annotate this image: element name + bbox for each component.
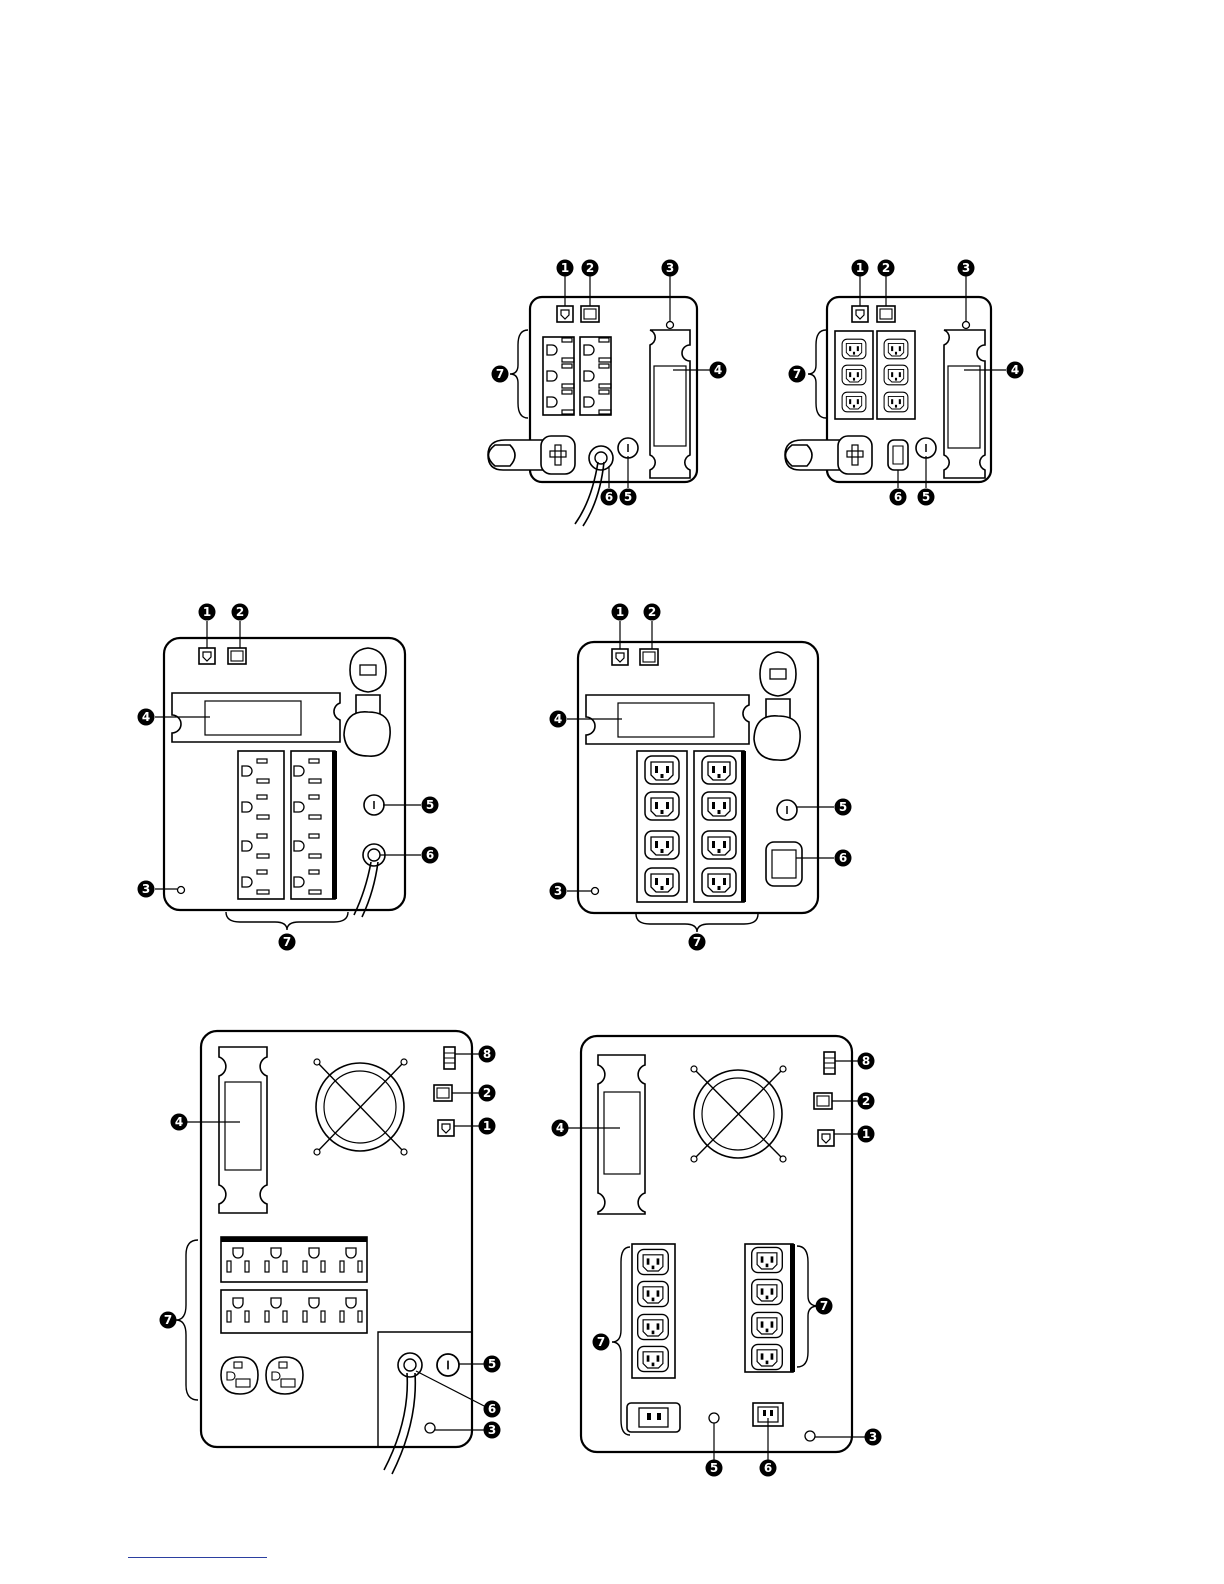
callout-number: 2 (862, 1094, 870, 1108)
callout-badge: 7 (816, 1298, 833, 1315)
callout-number: 1 (561, 261, 569, 275)
callout-number: 3 (962, 261, 970, 275)
callout-number: 2 (586, 261, 594, 275)
callout-badge: 2 (479, 1085, 496, 1102)
callout-number: 4 (175, 1115, 183, 1129)
callout-badge: 8 (858, 1053, 875, 1070)
callout-badge: 4 (171, 1114, 188, 1131)
callout-number: 8 (483, 1047, 491, 1061)
callout-badge: 5 (620, 489, 637, 506)
callout-badge: 7 (279, 934, 296, 951)
callout-number: 3 (554, 884, 562, 898)
callout-number: 5 (624, 490, 632, 504)
callout-badge: 3 (484, 1422, 501, 1439)
callout-badge: 5 (706, 1460, 723, 1477)
callout-badge: 6 (484, 1401, 501, 1418)
unit-tower-nema (176, 1031, 490, 1474)
callout-badge: 2 (644, 604, 661, 621)
callout-badge: 1 (479, 1118, 496, 1135)
callout-badge: 4 (138, 709, 155, 726)
callout-number: 5 (922, 490, 930, 504)
callout-badge: 3 (138, 881, 155, 898)
callout-badge: 5 (835, 799, 852, 816)
callout-number: 3 (142, 882, 150, 896)
callout-number: 6 (764, 1461, 772, 1475)
unit-tower-iec (562, 1036, 866, 1460)
unit-medium-iec (567, 621, 834, 932)
callout-number: 3 (869, 1430, 877, 1444)
callout-badge: 7 (789, 366, 806, 383)
callout-badge: 6 (760, 1460, 777, 1477)
callout-number: 4 (714, 363, 722, 377)
callout-number: 5 (426, 798, 434, 812)
callout-badge: 5 (422, 797, 439, 814)
callout-badge: 7 (689, 934, 706, 951)
callout-number: 6 (426, 848, 434, 862)
callout-number: 7 (164, 1313, 172, 1327)
callout-number: 7 (597, 1335, 605, 1349)
callout-badge: 4 (552, 1120, 569, 1137)
callout-number: 1 (862, 1127, 870, 1141)
callout-number: 7 (793, 367, 801, 381)
callout-number: 4 (142, 710, 150, 724)
callout-number: 4 (1011, 363, 1019, 377)
callout-badge: 7 (160, 1312, 177, 1329)
callout-number: 7 (693, 935, 701, 949)
callout-badge: 1 (612, 604, 629, 621)
callout-number: 1 (483, 1119, 491, 1133)
callout-number: 1 (616, 605, 624, 619)
callout-number: 5 (839, 800, 847, 814)
callout-number: 7 (283, 935, 291, 949)
callout-number: 3 (488, 1423, 496, 1437)
callout-badge: 3 (958, 260, 975, 277)
callout-badge: 4 (1007, 362, 1024, 379)
footer-rule (128, 1557, 267, 1558)
callout-badge: 7 (492, 366, 509, 383)
callout-badge: 2 (878, 260, 895, 277)
callout-number: 3 (666, 261, 674, 275)
callout-number: 5 (710, 1461, 718, 1475)
callout-number: 6 (894, 490, 902, 504)
callout-badge: 4 (710, 362, 727, 379)
callout-number: 6 (839, 851, 847, 865)
callout-badge: 6 (601, 489, 618, 506)
callout-number: 5 (488, 1357, 496, 1371)
callout-number: 2 (236, 605, 244, 619)
callout-number: 6 (605, 490, 613, 504)
callout-number: 2 (483, 1086, 491, 1100)
callout-badge: 2 (582, 260, 599, 277)
callout-badge: 7 (593, 1334, 610, 1351)
callout-badge: 6 (835, 850, 852, 867)
callout-badge: 1 (199, 604, 216, 621)
callout-number: 2 (648, 605, 656, 619)
callout-number: 4 (556, 1121, 564, 1135)
callout-badge: 6 (890, 489, 907, 506)
callout-badge: 6 (422, 847, 439, 864)
unit-small-iec (785, 276, 1006, 488)
callout-badge: 1 (852, 260, 869, 277)
callout-badge: 4 (550, 711, 567, 728)
callout-badge: 1 (858, 1126, 875, 1143)
callout-badge: 5 (918, 489, 935, 506)
callout-badge: 2 (232, 604, 249, 621)
callout-number: 1 (203, 605, 211, 619)
callout-number: 7 (496, 367, 504, 381)
callout-number: 2 (882, 261, 890, 275)
callout-badge: 3 (865, 1429, 882, 1446)
callout-badge: 3 (550, 883, 567, 900)
callout-badge: 3 (662, 260, 679, 277)
callout-badge: 5 (484, 1356, 501, 1373)
callout-number: 8 (862, 1054, 870, 1068)
callout-badge: 8 (479, 1046, 496, 1063)
unit-medium-nema (155, 621, 421, 930)
unit-small-nema (488, 276, 710, 526)
callout-number: 1 (856, 261, 864, 275)
callout-badge: 2 (858, 1093, 875, 1110)
callout-number: 7 (820, 1299, 828, 1313)
callout-badge: 1 (557, 260, 574, 277)
callout-number: 4 (554, 712, 562, 726)
callout-number: 6 (488, 1402, 496, 1416)
